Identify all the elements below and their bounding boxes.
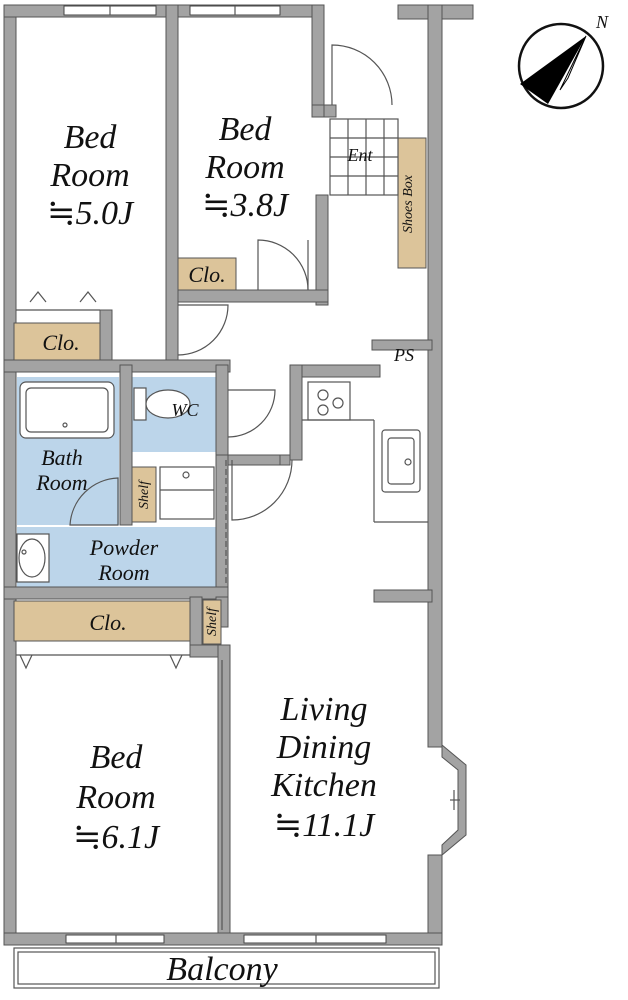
bed2-line1: Bed (219, 111, 273, 148)
ldk-size: ≒11.1J (274, 807, 376, 844)
bed2-size: ≒3.8J (202, 187, 290, 224)
closet-bed1-label: Clo. (42, 330, 79, 355)
entrance-floor (329, 118, 399, 196)
shelf-1-label: Shelf (137, 479, 152, 509)
washbasin (16, 533, 50, 583)
closet-bed2 (177, 257, 237, 291)
stove (307, 381, 351, 421)
toilet (133, 387, 191, 421)
ldk-line1: Living (280, 691, 368, 728)
wc-label: WC (172, 400, 200, 420)
kitchen-sink (381, 429, 421, 493)
shelf-1 (131, 466, 157, 523)
north-label: N (595, 12, 609, 32)
bed3-line1: Bed (90, 739, 144, 776)
walls (3, 4, 474, 946)
closet-bed1 (13, 322, 101, 361)
bay-window (441, 743, 467, 857)
closet-bed3-label: Clo. (89, 610, 126, 635)
doors (16, 44, 393, 930)
compass: N (517, 12, 609, 110)
closet-bed2-label: Clo. (188, 262, 225, 287)
bed3-line2: Room (75, 779, 155, 816)
bed3-size: ≒6.1J (73, 819, 161, 856)
powder-room-fill (17, 527, 216, 587)
kitchen-counter (302, 419, 428, 523)
shoes-box (397, 137, 427, 269)
powder-line2: Room (97, 560, 149, 585)
compass-needle-icon (520, 36, 586, 104)
bath-line1: Bath (41, 445, 83, 470)
bed2-line2: Room (204, 149, 284, 186)
closet-bed3 (13, 600, 191, 642)
bed1-line1: Bed (64, 119, 118, 156)
balcony-label: Balcony (166, 951, 278, 988)
bath-line2: Room (35, 470, 87, 495)
shelf-2-label: Shelf (205, 606, 220, 636)
washing-machine (159, 466, 215, 520)
balcony-area (13, 947, 440, 989)
bed1-size: ≒5.0J (47, 195, 135, 232)
windows (63, 5, 387, 944)
ldk-line2: Dining (276, 729, 371, 766)
bed1-line2: Room (49, 157, 129, 194)
shelf-2 (202, 599, 222, 645)
powder-line1: Powder (89, 535, 159, 560)
bathtub (19, 381, 115, 439)
entrance-label: Ent (347, 145, 374, 165)
shoes-box-label: Shoes Box (401, 174, 416, 233)
ldk-line3: Kitchen (270, 767, 377, 804)
ps-label: PS (393, 345, 414, 365)
